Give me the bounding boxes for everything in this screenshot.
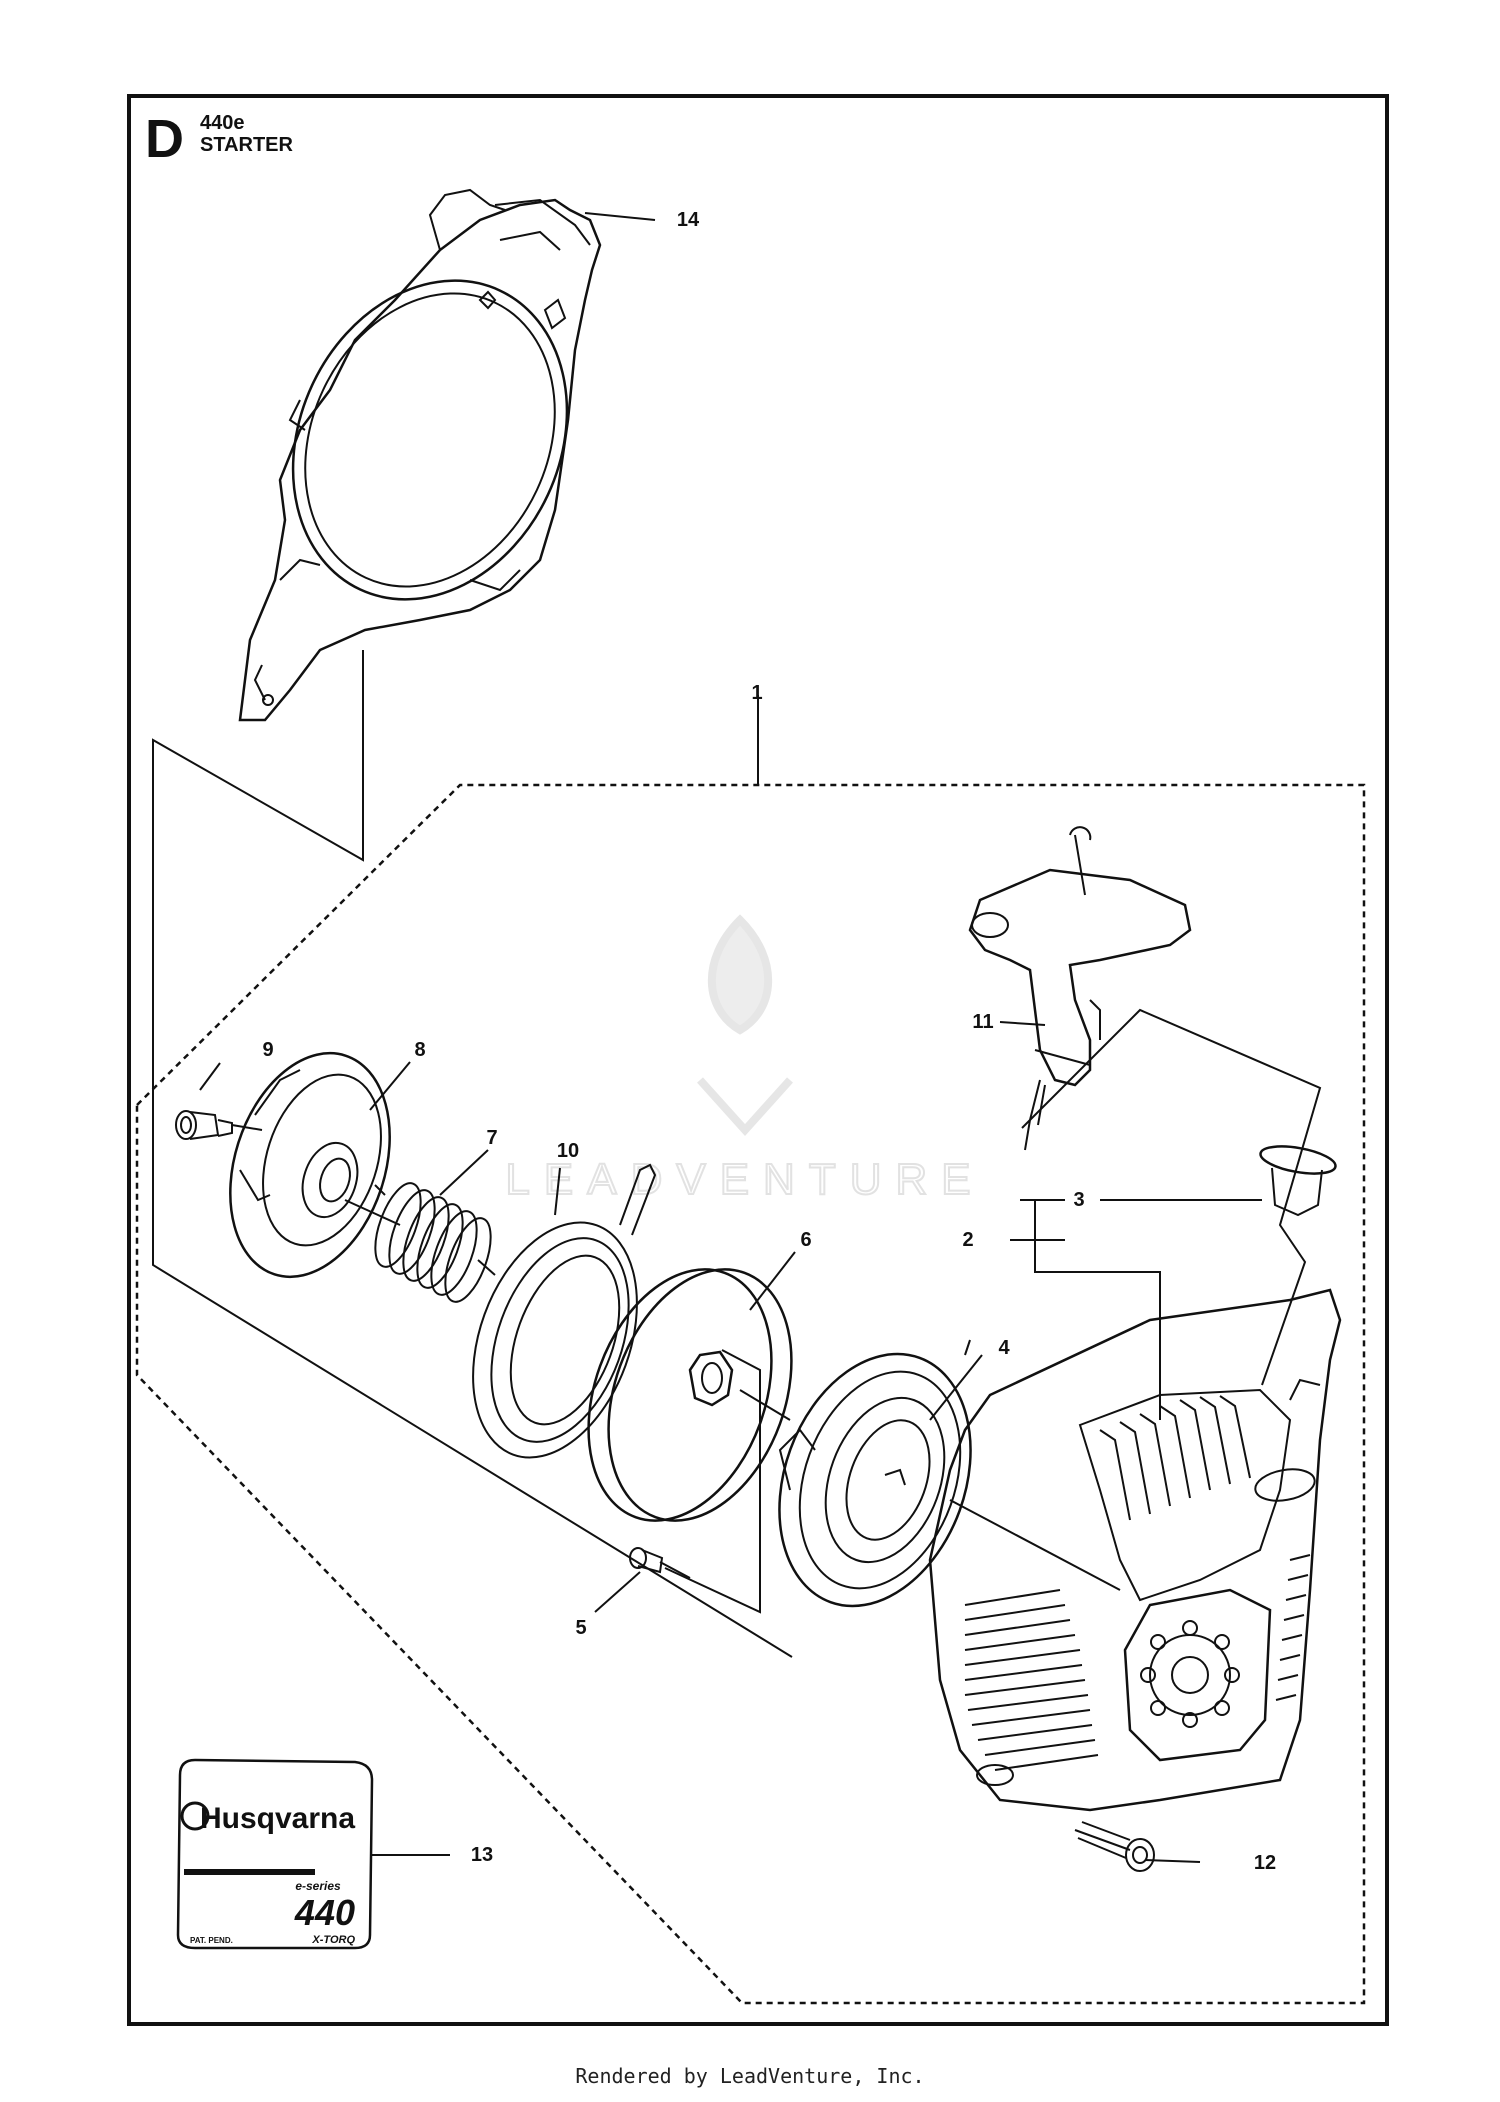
diagram-frame <box>127 94 1389 2026</box>
callout-8: 8 <box>414 1039 426 1061</box>
part-2-starter-cover <box>928 1288 1342 1812</box>
callout-11: 11 <box>972 1011 994 1033</box>
part-7-spring <box>374 1182 496 1303</box>
callout-13: 13 <box>470 1844 494 1866</box>
decal-feature: X-TORQ <box>311 1934 355 1946</box>
part-8-hub <box>229 1051 391 1279</box>
decal-logo-icon <box>180 1801 210 1831</box>
footer-credit: Rendered by LeadVenture, Inc. <box>575 2064 925 2088</box>
callout-4: 4 <box>998 1337 1010 1359</box>
callout-6: 6 <box>800 1229 812 1251</box>
part-3-bushing <box>1259 1145 1337 1217</box>
decal-series: e-series <box>295 1879 341 1893</box>
watermark-logo <box>697 914 793 1136</box>
decal-patent: PAT. PEND. <box>190 1936 233 1945</box>
part-9-screw <box>175 1110 263 1140</box>
watermark-text: LEADVENTURE <box>505 1155 984 1204</box>
decal-model-number: 440 <box>294 1892 355 1933</box>
section-letter: D <box>145 109 184 169</box>
callout-9: 9 <box>262 1039 274 1061</box>
callout-2: 2 <box>962 1229 974 1251</box>
callout-12: 12 <box>1253 1852 1277 1874</box>
callout-14: 14 <box>676 209 700 231</box>
part-6-pulley <box>587 1268 793 1522</box>
callout-7: 7 <box>486 1127 498 1149</box>
fan-housing <box>238 188 602 722</box>
callout-10: 10 <box>556 1140 580 1162</box>
kit-boundary <box>135 783 1366 2005</box>
model-label: 440e <box>200 112 245 134</box>
callout-3: 3 <box>1073 1189 1085 1211</box>
decal-brand: Husqvarna <box>200 1802 355 1835</box>
part-12-screw <box>1074 1821 1155 1872</box>
callout-1: 1 <box>751 682 763 704</box>
part-4-cassette <box>778 1352 972 1608</box>
diagram-title: STARTER <box>200 134 293 156</box>
part-5-screw <box>629 1547 691 1579</box>
part-10-rope <box>472 1163 657 1459</box>
part-13-decal <box>176 1758 374 1950</box>
part-11-handle <box>968 826 1192 1151</box>
callout-5: 5 <box>575 1617 587 1639</box>
